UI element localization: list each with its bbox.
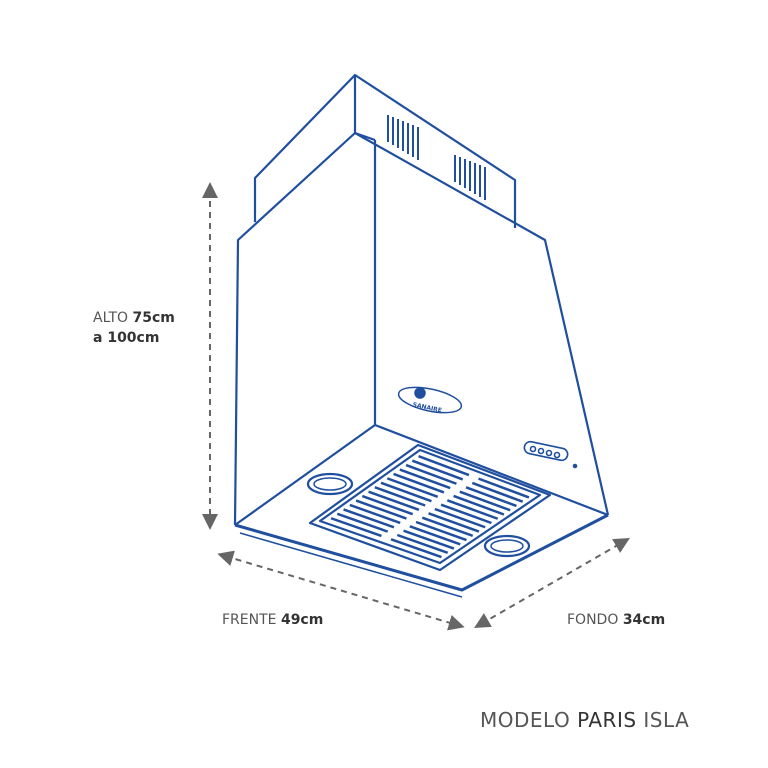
filter-slat (386, 477, 439, 498)
filter-slat (440, 503, 492, 525)
filter-slat (405, 463, 457, 485)
control-panel (523, 440, 578, 469)
light-left (306, 472, 354, 496)
filter-slat (465, 486, 517, 508)
filter-slat (374, 486, 426, 507)
depth-arrow (474, 537, 630, 629)
depth-label: FONDO 34cm (567, 612, 666, 628)
filter-slat (393, 472, 445, 494)
filter-slat (428, 512, 480, 533)
grease-filter (308, 443, 552, 572)
filter-slat (403, 529, 455, 550)
filter-slat (411, 459, 464, 481)
filter-slat (418, 455, 470, 477)
height-label: ALTO 75cm (93, 310, 175, 326)
filter-slat (399, 468, 451, 490)
chimney (253, 73, 517, 228)
filter-slat (471, 481, 524, 503)
filter-slat (349, 503, 401, 525)
filter-slat (434, 507, 486, 529)
filter-slat (478, 477, 530, 499)
model-title: MODELO PARIS ISLA (480, 708, 690, 732)
brand-logo: SANAIRE (397, 386, 463, 414)
vent-slots-left (387, 115, 419, 160)
filter-slat (361, 494, 414, 516)
filter-slat (459, 490, 511, 512)
filter-slat (453, 494, 505, 516)
filter-slat (409, 525, 461, 546)
vent-slots-right (454, 155, 486, 200)
filter-slat (446, 499, 499, 520)
width-arrow (217, 550, 465, 631)
filter-slat (415, 520, 467, 542)
filter-slat (343, 508, 395, 529)
height-label-range: a 100cm (93, 330, 160, 346)
hood-body (233, 131, 610, 598)
filter-slat (355, 499, 407, 520)
filter-slat (421, 516, 474, 537)
filter-slat (396, 533, 449, 554)
svg-text:SANAIRE: SANAIRE (412, 401, 442, 414)
filter-slat (380, 481, 432, 503)
filter-slat (368, 490, 420, 512)
filter-slat (336, 512, 389, 533)
filter-slat (330, 517, 382, 538)
width-label: FRENTE 49cm (222, 612, 324, 628)
